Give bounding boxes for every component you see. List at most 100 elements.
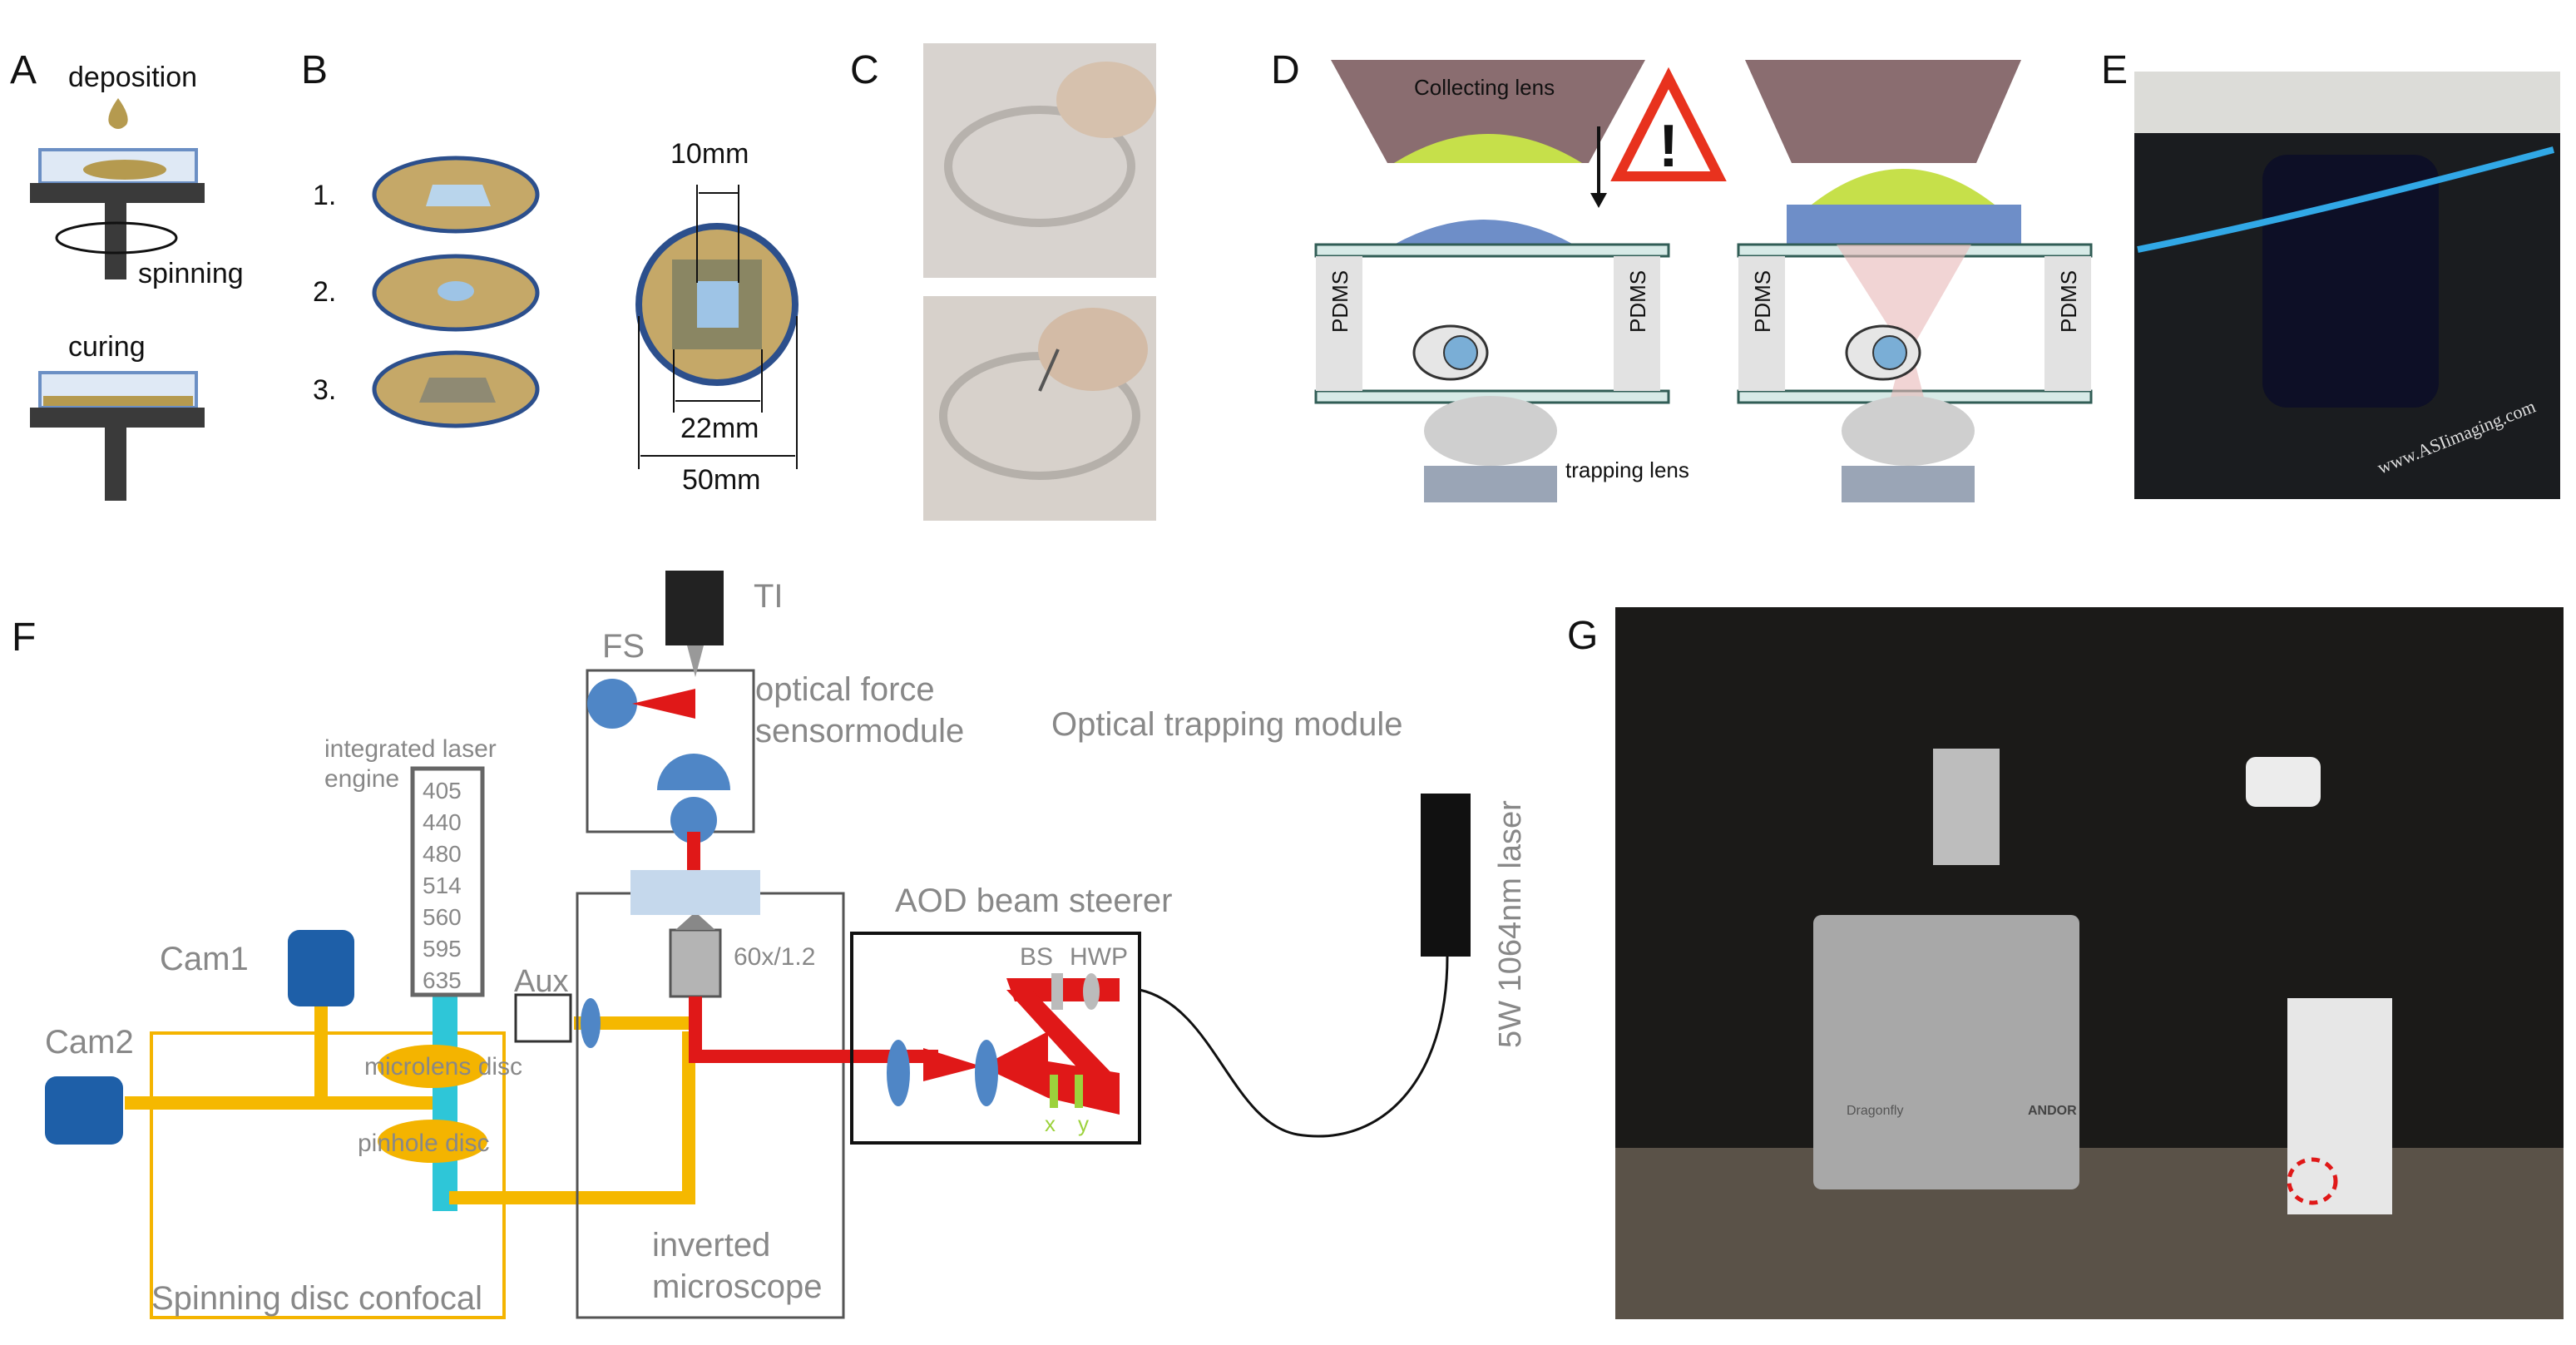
dim-50mm: 50mm — [682, 464, 760, 496]
inverted-label-2: microscope — [652, 1268, 823, 1305]
window-10mm — [697, 281, 739, 328]
y-label: y — [1078, 1111, 1089, 1136]
panel-label-e: E — [2101, 48, 2128, 92]
trap-beam-horizontal — [689, 1050, 938, 1063]
pdms-label-2: PDMS — [1625, 270, 1650, 333]
droplet-icon — [108, 98, 128, 129]
microscope-body — [2287, 998, 2392, 1214]
fs-detector — [587, 679, 637, 729]
tweezers-icon — [1038, 349, 1060, 392]
finger-bottom — [1038, 308, 1148, 391]
panel-label-b: B — [301, 48, 328, 92]
laser-engine-label-1: integrated laser — [324, 735, 497, 763]
beam-cam1 — [314, 1006, 328, 1105]
dim-10mm: 10mm — [670, 138, 749, 170]
white-module — [2246, 757, 2321, 807]
step-3: 3. — [313, 374, 336, 406]
wavelength-440: 440 — [423, 809, 462, 835]
ti-lamp-icon — [665, 571, 724, 645]
aod-label: AOD beam steerer — [895, 883, 1172, 919]
deposition-label: deposition — [68, 62, 197, 93]
coverslip-step-1 — [426, 185, 491, 206]
laser-engine-label-2: engine — [324, 765, 399, 793]
camera-g — [1933, 749, 2000, 865]
cam2-label: Cam2 — [45, 1024, 134, 1061]
pdms-label-3: PDMS — [1750, 270, 1775, 333]
panel-b: B 1. 2. 3. 10mm 22mm 50mm — [301, 48, 799, 496]
pdms-wall-1 — [1316, 256, 1362, 391]
panel-label-g: G — [1567, 614, 1598, 658]
inverted-label-1: inverted — [652, 1227, 770, 1263]
force-module-label-2: sensormodule — [755, 713, 964, 749]
trapping-lens-body — [1424, 396, 1557, 466]
aux-lens — [581, 998, 601, 1048]
aux-label: Aux — [514, 964, 568, 999]
warning-icon — [1610, 67, 1727, 181]
wavelength-635: 635 — [423, 967, 462, 993]
aod-y — [1075, 1075, 1083, 1108]
panel-label-f: F — [12, 616, 36, 660]
pdms-wall-2 — [1614, 256, 1660, 391]
optical-table — [1615, 1148, 2564, 1319]
confocal-label: Spinning disc confocal — [151, 1280, 482, 1317]
trapping-lens-base — [1424, 466, 1557, 502]
panel-c: C — [850, 43, 1156, 521]
spin-chuck-b — [30, 408, 205, 428]
aod-beam-a — [923, 1048, 981, 1081]
cam2-icon — [45, 1076, 123, 1145]
panel-f: F Spinning disc confocal microlens disc … — [12, 571, 1528, 1319]
immersion-layer-right — [1787, 205, 2021, 245]
fs-condenser — [657, 754, 730, 790]
sample-slide — [630, 870, 760, 915]
aod-beam-e — [1006, 990, 1120, 1081]
collecting-lens-label: Collecting lens — [1414, 75, 1555, 100]
objective-photo — [2262, 155, 2439, 408]
andor-label: ANDOR — [2028, 1104, 2077, 1118]
beam-laser-cyan — [433, 995, 457, 1211]
half-wave-plate — [1083, 973, 1100, 1010]
collecting-lens-green — [1394, 134, 1582, 163]
aod-lens-2 — [975, 1040, 998, 1106]
immersion-drop — [1394, 220, 1574, 245]
nucleus-right — [1872, 335, 1907, 370]
laser-1064 — [1421, 794, 1471, 957]
wavelength-595: 595 — [423, 936, 462, 962]
warning-mark: ! — [1659, 113, 1679, 180]
finger-top — [1056, 62, 1156, 138]
wavelength-list: 405 440 480 514 560 595 635 — [423, 778, 462, 993]
force-module-label-1: optical force — [755, 671, 935, 708]
beam-to-scope — [449, 1191, 695, 1204]
dragonfly-unit — [1813, 915, 2079, 1189]
step-1: 1. — [313, 180, 336, 211]
panel-d: D Collecting lens ! PDMS PDMS trapping l… — [1271, 48, 2093, 502]
pdms-wall-4 — [2044, 256, 2091, 391]
force-sensor-box — [586, 669, 755, 833]
collecting-lens-body — [1331, 60, 1645, 163]
wavelength-480: 480 — [423, 841, 462, 867]
step-2: 2. — [313, 276, 336, 308]
objective-label: 60x/1.2 — [734, 943, 815, 971]
cured-layer — [43, 396, 193, 406]
aod-lens-1 — [887, 1040, 910, 1106]
panel-label-a: A — [10, 48, 37, 92]
pdms-label-4: PDMS — [2056, 270, 2081, 333]
panel-label-c: C — [850, 48, 879, 92]
dim-22mm: 22mm — [680, 413, 759, 444]
droplet-spread — [83, 160, 166, 180]
wavelength-405: 405 — [423, 778, 462, 804]
trap-beam-vertical — [689, 996, 702, 1061]
x-label: x — [1045, 1111, 1056, 1136]
wavelength-514: 514 — [423, 873, 462, 898]
cam1-label: Cam1 — [160, 941, 249, 977]
top-glass-left — [1314, 243, 1670, 258]
well-step-3 — [419, 378, 496, 403]
nucleus-left — [1443, 335, 1478, 370]
trapping-module-label: Optical trapping module — [1051, 706, 1402, 743]
trapping-lens-right — [1842, 396, 1975, 466]
pdms-drop-step-2 — [438, 281, 474, 301]
panel-g: G Dragonfly ANDOR — [1567, 607, 2564, 1319]
collecting-lens-right — [1745, 60, 2021, 163]
fiber-line — [1139, 956, 1449, 1138]
panel-label-d: D — [1271, 48, 1300, 92]
